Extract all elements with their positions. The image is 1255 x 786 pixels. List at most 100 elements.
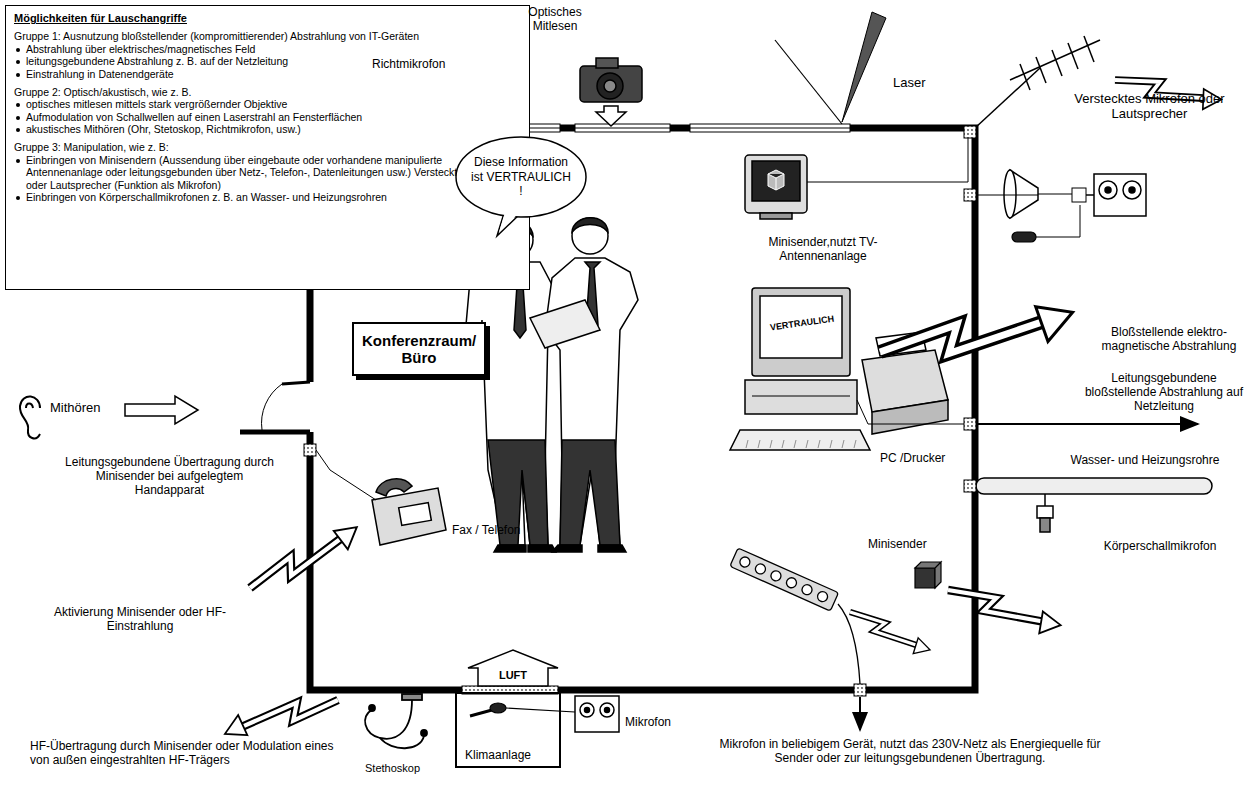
ear-symbol bbox=[20, 396, 40, 438]
person bbox=[560, 440, 620, 545]
bullet-item: optisches mitlesen mittels stark vergröß… bbox=[14, 98, 521, 111]
wall-junction bbox=[854, 684, 866, 696]
tv-set bbox=[745, 155, 807, 213]
bullet-item: Einbringen von Minisendern (Aussendung ü… bbox=[14, 154, 521, 192]
sender-label: Mikrofon in beliebigem Gerät, nutzt das … bbox=[700, 738, 1120, 766]
minisender bbox=[915, 568, 935, 588]
tv-set bbox=[745, 155, 807, 219]
keyboard-keys bbox=[746, 440, 748, 448]
tv-set bbox=[760, 213, 792, 219]
tape-recorder bbox=[1099, 181, 1117, 199]
wall-junction bbox=[964, 480, 976, 492]
stethoscope bbox=[380, 736, 424, 748]
pc bbox=[752, 288, 850, 376]
rf-label: HF-Übertragung durch Minisender oder Mod… bbox=[30, 740, 350, 768]
rf-irradiation bbox=[243, 522, 364, 594]
tape-recorder bbox=[1086, 194, 1094, 196]
tape-recorder bbox=[1105, 187, 1111, 193]
stethoscope-label: Stethoskop bbox=[365, 762, 455, 775]
sender-label: Minisender bbox=[868, 538, 958, 552]
wall-junction bbox=[964, 418, 976, 430]
person bbox=[545, 258, 638, 545]
door bbox=[262, 384, 282, 430]
antenna bbox=[1068, 43, 1078, 69]
power-strip bbox=[730, 548, 839, 611]
bubble-outline bbox=[499, 209, 520, 232]
antenna bbox=[1084, 36, 1094, 62]
cable bbox=[857, 400, 964, 424]
person bbox=[462, 262, 560, 545]
person bbox=[530, 300, 600, 348]
pc bbox=[730, 288, 870, 450]
cable bbox=[807, 134, 968, 182]
stethoscope bbox=[369, 705, 375, 711]
air-label: LUFT bbox=[480, 669, 546, 682]
water-pipe bbox=[976, 478, 1212, 494]
door bbox=[240, 430, 310, 435]
tv-set bbox=[768, 170, 784, 190]
cable bbox=[316, 450, 376, 500]
box-label: Konferenzraum/ Büro bbox=[362, 332, 476, 366]
mic-label: Körperschallmikrofon bbox=[1070, 540, 1250, 554]
rf-label: Aktivierung Minisender oder HF-Einstrahl… bbox=[35, 606, 245, 634]
pc bbox=[745, 380, 857, 414]
tape-recorder bbox=[1129, 187, 1135, 193]
bullet-item: akustisches Mithören (Ohr, Stetoskop, Ri… bbox=[14, 123, 521, 136]
window bbox=[690, 124, 850, 132]
microphone bbox=[470, 710, 492, 716]
power-strip bbox=[769, 569, 782, 582]
tape-recorder bbox=[585, 708, 590, 713]
speech-bubble: Diese Information ist VERTRAULICH ! bbox=[455, 136, 587, 218]
keyboard-keys bbox=[854, 440, 856, 448]
power-strip bbox=[785, 576, 798, 589]
tape-recorder bbox=[1094, 174, 1146, 216]
sender-label: Minisender,nutzt TV-Antennenanlage bbox=[728, 236, 918, 264]
pc bbox=[730, 430, 870, 450]
device-label: PC /Drucker bbox=[880, 452, 980, 466]
mic-label: Mikrofon bbox=[625, 716, 695, 730]
antenna bbox=[1052, 50, 1062, 76]
ear-symbol bbox=[20, 396, 40, 438]
tape-recorder bbox=[575, 696, 619, 732]
stethoscope bbox=[365, 694, 427, 748]
mic-label: Verstecktes Mikrofon oder Lautsprecher bbox=[1062, 92, 1237, 122]
pc bbox=[760, 296, 842, 358]
tape-recorder bbox=[1123, 181, 1141, 199]
keyboard-keys bbox=[746, 440, 856, 448]
device-label: Fax / Telefon bbox=[452, 524, 552, 538]
antenna bbox=[975, 36, 1100, 128]
tv-set bbox=[752, 161, 800, 201]
pc bbox=[752, 396, 850, 397]
tape-recorder bbox=[600, 703, 614, 717]
window bbox=[575, 124, 670, 132]
speech-text: Diese Information ist VERTRAULICH ! bbox=[471, 155, 571, 198]
room-title-box: Konferenzraum/ Büro bbox=[352, 322, 486, 376]
water-pipe bbox=[976, 478, 1212, 532]
keyboard-keys bbox=[830, 440, 832, 448]
fax-telephone bbox=[372, 488, 446, 545]
keyboard-keys bbox=[842, 440, 844, 448]
hollow-arrow bbox=[596, 106, 626, 126]
keyboard-keys bbox=[794, 440, 796, 448]
water-pipe bbox=[1044, 494, 1046, 506]
ear-symbol bbox=[26, 404, 33, 409]
microphone bbox=[506, 708, 575, 712]
ear-label: Mithören bbox=[50, 401, 125, 416]
legend-box: Möglichkeiten für LauschangriffeGruppe 1… bbox=[5, 5, 530, 290]
door bbox=[282, 382, 310, 384]
keyboard-keys bbox=[782, 440, 784, 448]
person bbox=[530, 218, 638, 552]
door bbox=[240, 382, 310, 432]
fax-telephone bbox=[372, 479, 446, 545]
person bbox=[494, 545, 556, 552]
bullet-item: Abstrahlung über elektrisches/magnetisch… bbox=[14, 43, 521, 56]
arrow bbox=[859, 697, 861, 730]
person bbox=[552, 545, 626, 552]
rf-emission bbox=[222, 694, 342, 740]
bubble-outline bbox=[456, 137, 586, 217]
emission-label: Bloßstellende elektro-magnetische Abstra… bbox=[1088, 326, 1250, 354]
stethoscope bbox=[421, 730, 427, 736]
water-pipe bbox=[1037, 506, 1053, 518]
emission-label: Leitungsgebundene bloßstellende Abstrahl… bbox=[1078, 372, 1250, 413]
speaker bbox=[1004, 170, 1038, 218]
